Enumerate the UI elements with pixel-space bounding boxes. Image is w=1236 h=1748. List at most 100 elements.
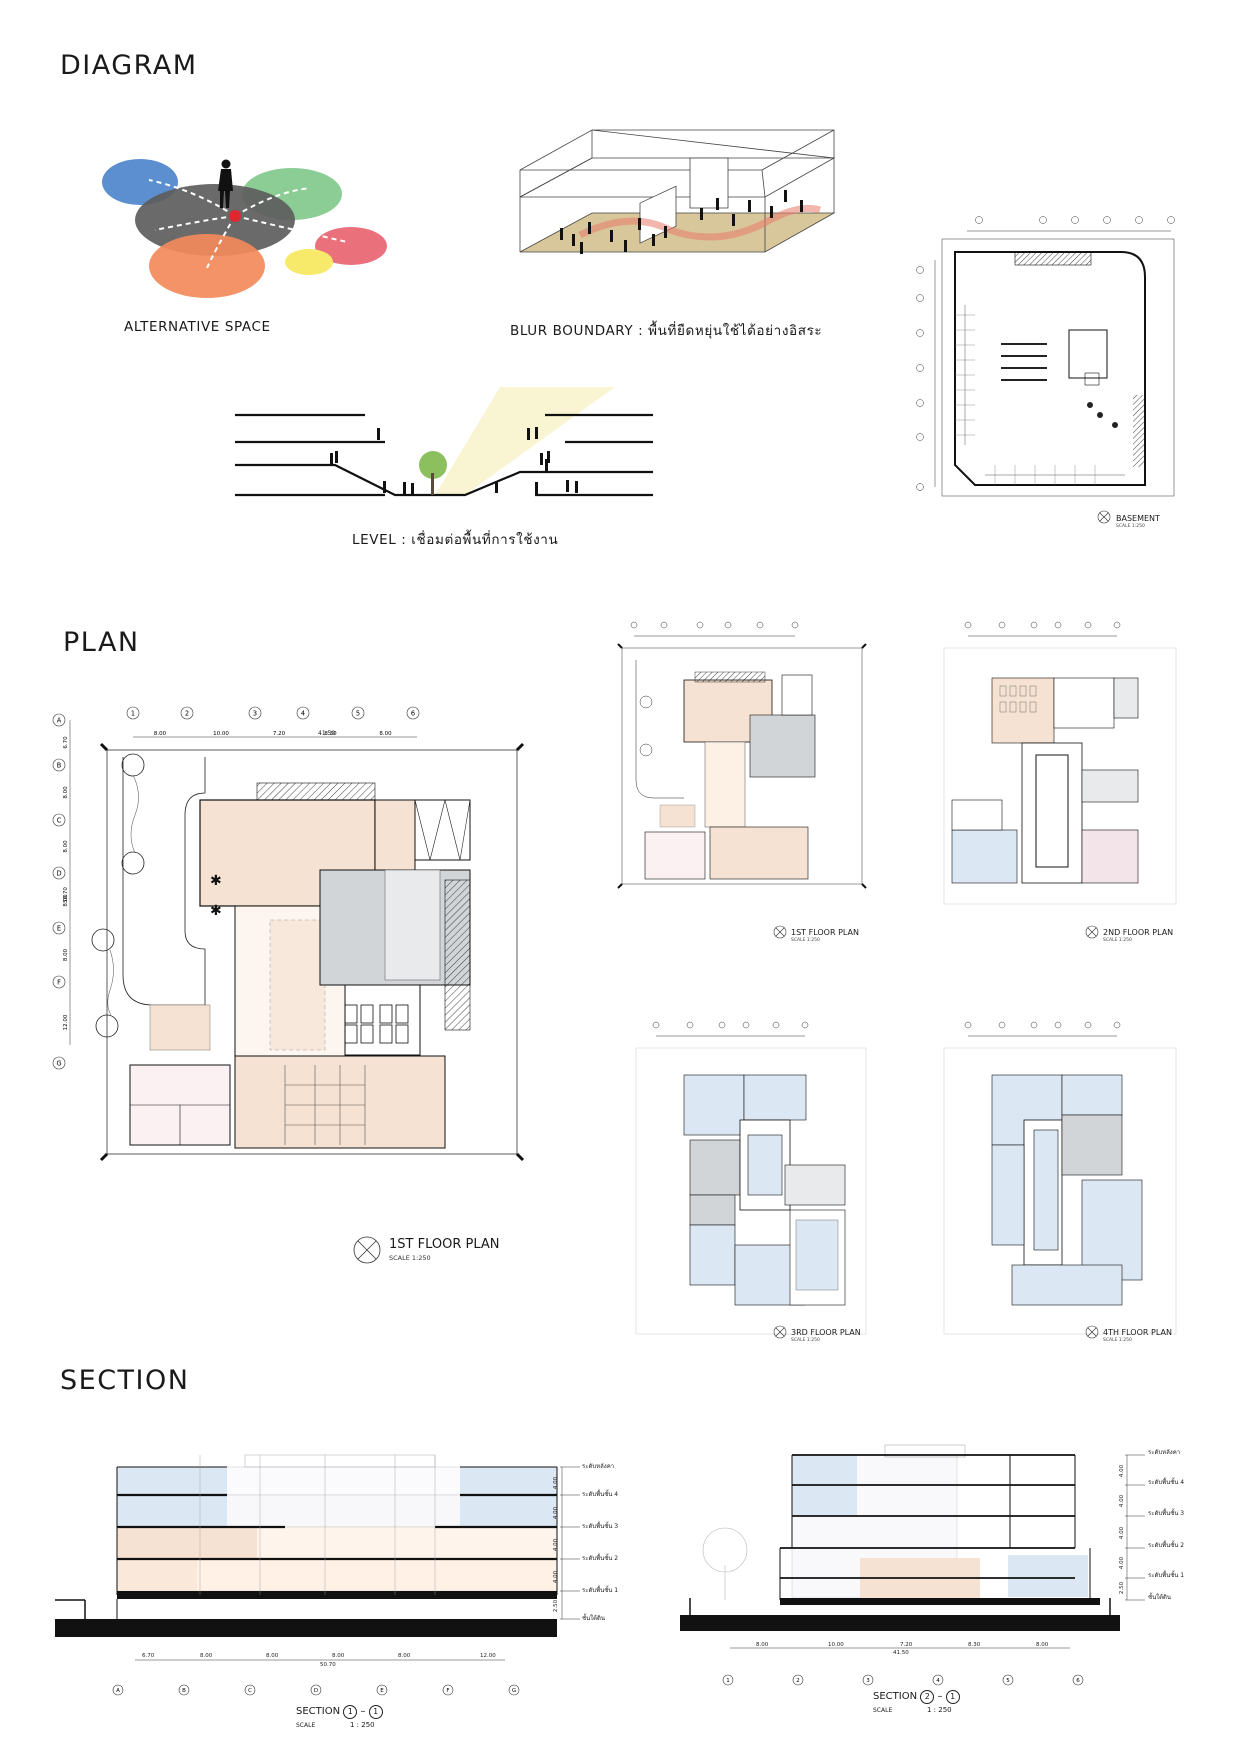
s1-scale-label: SCALE <box>296 1722 316 1729</box>
third-floor-title: 3RD FLOOR PLAN <box>791 1328 861 1337</box>
first-floor-small-scale: SCALE 1:250 <box>791 938 820 943</box>
s2-height-3: 4.00 <box>1119 1526 1126 1540</box>
svg-text:F: F <box>446 1688 449 1694</box>
s2-title: SECTION 2 – 1 <box>873 1690 960 1704</box>
alternative-space-diagram <box>102 159 387 298</box>
first-floor-large-title: 1ST FLOOR PLAN <box>389 1237 500 1252</box>
level-caption: LEVEL : เชื่อมต่อพื้นที่การใช้งาน <box>352 532 559 548</box>
left-dim-5: 12.00 <box>63 1014 69 1030</box>
s2-height-4: 4.00 <box>1119 1556 1126 1570</box>
section-2-drawing <box>680 1444 1145 1649</box>
s2-dim-1: 8.00 <box>756 1642 769 1648</box>
s1-height-3: 4.00 <box>553 1538 560 1552</box>
svg-text:5: 5 <box>356 709 360 717</box>
s1-height-1: 4.00 <box>553 1476 560 1490</box>
svg-text:C: C <box>248 1688 252 1694</box>
grid-bubble-top-4: 4 <box>296 706 310 720</box>
grid-bubble-top-1: 1 <box>126 706 140 720</box>
first-floor-large-scale: SCALE 1:250 <box>389 1254 431 1262</box>
s1-level-basement: ชั้นใต้ดิน <box>582 1615 605 1622</box>
svg-text:G: G <box>512 1688 516 1694</box>
s1-title-dash: – <box>360 1706 366 1717</box>
s2-title-num-a: 2 <box>920 1690 935 1704</box>
svg-text:D: D <box>56 869 61 877</box>
svg-text:3: 3 <box>253 709 257 717</box>
fourth-floor-scale: SCALE 1:250 <box>1103 1338 1132 1343</box>
s1-title: SECTION 1 – 1 <box>296 1705 383 1719</box>
first-floor-small-symbol <box>773 925 787 939</box>
s1-level-2: ระดับพื้นชั้น 2 <box>582 1555 619 1562</box>
first-floor-total-width: 41.50 <box>318 730 336 737</box>
first-floor-small-title: 1ST FLOOR PLAN <box>791 928 859 937</box>
s2-title-dash: – <box>937 1691 943 1702</box>
svg-text:1: 1 <box>726 1678 730 1684</box>
heading-section: SECTION <box>60 1365 190 1396</box>
s1-scale-value: 1 : 250 <box>350 1721 375 1729</box>
s2-level-basement: ชั้นใต้ดิน <box>1148 1594 1171 1601</box>
svg-text:C: C <box>57 816 62 824</box>
s1-level-3: ระดับพื้นชั้น 3 <box>582 1523 619 1530</box>
left-dim-2: 8.00 <box>63 840 69 853</box>
s1-dim-1: 6.70 <box>142 1653 155 1659</box>
s1-grid: A B C D E F G <box>112 1684 520 1696</box>
s2-level-3: ระดับพื้นชั้น 3 <box>1148 1510 1185 1517</box>
s1-dim-4: 8.00 <box>332 1653 345 1659</box>
s1-grid-E: E <box>376 1684 388 1696</box>
blur-boundary-caption: BLUR BOUNDARY : พื้นที่ยืดหยุ่นใช้ได้อย่… <box>510 323 823 339</box>
second-floor-scale: SCALE 1:250 <box>1103 938 1132 943</box>
grid-bubble-top-2: 2 <box>180 706 194 720</box>
s1-title-num-b: 1 <box>368 1705 383 1719</box>
s1-grid-G: G <box>508 1684 520 1696</box>
blur-boundary-diagram <box>519 129 836 254</box>
second-floor-plan <box>943 621 1177 905</box>
svg-text:4: 4 <box>936 1678 940 1684</box>
left-dim-3: 8.00 <box>63 894 69 907</box>
s2-dim-2: 10.00 <box>828 1642 844 1648</box>
top-dim-1: 10.00 <box>213 731 229 737</box>
left-dim-1: 8.00 <box>63 786 69 799</box>
svg-text:B: B <box>57 761 62 769</box>
s1-dim-5: 8.00 <box>398 1653 411 1659</box>
s2-title-num-b: 1 <box>945 1690 960 1704</box>
grid-bubble-left-F: F <box>52 975 66 989</box>
svg-text:1: 1 <box>131 709 135 717</box>
svg-text:2: 2 <box>796 1678 800 1684</box>
third-floor-plan <box>635 1021 867 1335</box>
top-dim-3: 8.30 <box>324 731 337 737</box>
fourth-floor-plan <box>943 1021 1177 1335</box>
left-dim-total: 50.70 <box>63 887 69 903</box>
top-dim-4: 8.00 <box>379 731 392 737</box>
s1-level-4: ระดับพื้นชั้น 4 <box>582 1491 619 1498</box>
s2-dim-5: 8.00 <box>1036 1642 1049 1648</box>
s1-grid-F: F <box>442 1684 454 1696</box>
svg-text:E: E <box>57 924 61 932</box>
svg-text:✱: ✱ <box>210 873 222 889</box>
fourth-floor-symbol <box>1085 1325 1099 1339</box>
grid-bubble-left-B: B <box>52 758 66 772</box>
s2-grid-1: 1 <box>722 1674 734 1686</box>
alternative-space-caption: ALTERNATIVE SPACE <box>124 319 271 335</box>
s1-grid-A: A <box>112 1684 124 1696</box>
second-floor-symbol <box>1085 925 1099 939</box>
grid-bubble-top-3: 3 <box>248 706 262 720</box>
s2-dim-4: 8.30 <box>968 1642 981 1648</box>
heading-diagram: DIAGRAM <box>60 50 198 81</box>
svg-text:B: B <box>182 1688 186 1694</box>
grid-bubble-left-G: G <box>52 1056 66 1070</box>
first-floor-plan-small <box>617 621 867 889</box>
svg-text:2: 2 <box>185 709 189 717</box>
basement-plan <box>916 216 1175 497</box>
section-1-drawing <box>55 1454 580 1661</box>
svg-text:D: D <box>314 1688 318 1694</box>
s1-title-label: SECTION <box>296 1706 341 1717</box>
top-dim-2: 7.20 <box>273 731 286 737</box>
s1-level-roof: ระดับหลังคา <box>582 1463 615 1470</box>
grid-bubble-left-D: D <box>52 866 66 880</box>
basement-symbol <box>1097 510 1111 524</box>
s1-grid-B: B <box>178 1684 190 1696</box>
s2-scale-value: 1 : 250 <box>927 1706 952 1714</box>
s1-grid-C: C <box>244 1684 256 1696</box>
basement-scale: SCALE 1:250 <box>1116 524 1145 529</box>
s1-dim-6: 12.00 <box>480 1653 496 1659</box>
